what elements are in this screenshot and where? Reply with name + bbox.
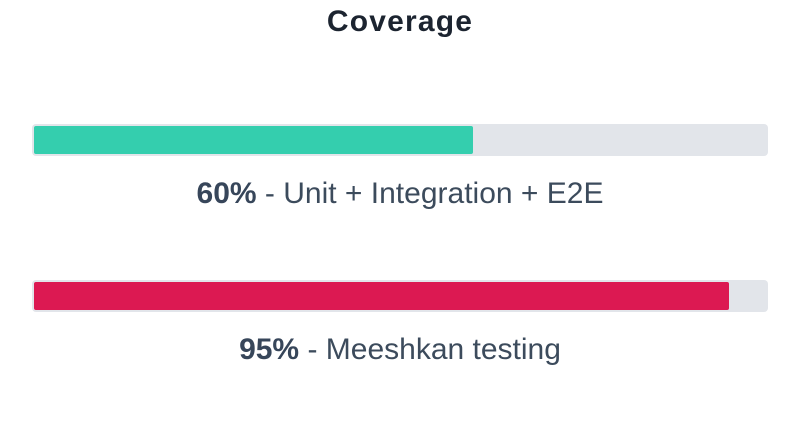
bar-category-label: Meeshkan testing [325,333,561,366]
bar-value-label: 60% [196,177,257,210]
bar-category-label: Unit + Integration + E2E [283,177,604,210]
bar-track-unit-integration-e2e [32,124,768,156]
bar-label-unit-integration-e2e: 60% - Unit + Integration + E2E [0,176,800,212]
bar-fill-meeshkan-testing [34,282,729,310]
chart-title: Coverage [326,5,474,38]
bar-label-meeshkan-testing: 95% - Meeshkan testing [0,332,800,368]
bar-fill-unit-integration-e2e [34,126,473,154]
bar-track-meeshkan-testing [32,280,768,312]
bar-label-separator: - [256,177,284,210]
bar-label-separator: - [299,333,326,366]
bar-value-label: 95% [239,333,300,366]
